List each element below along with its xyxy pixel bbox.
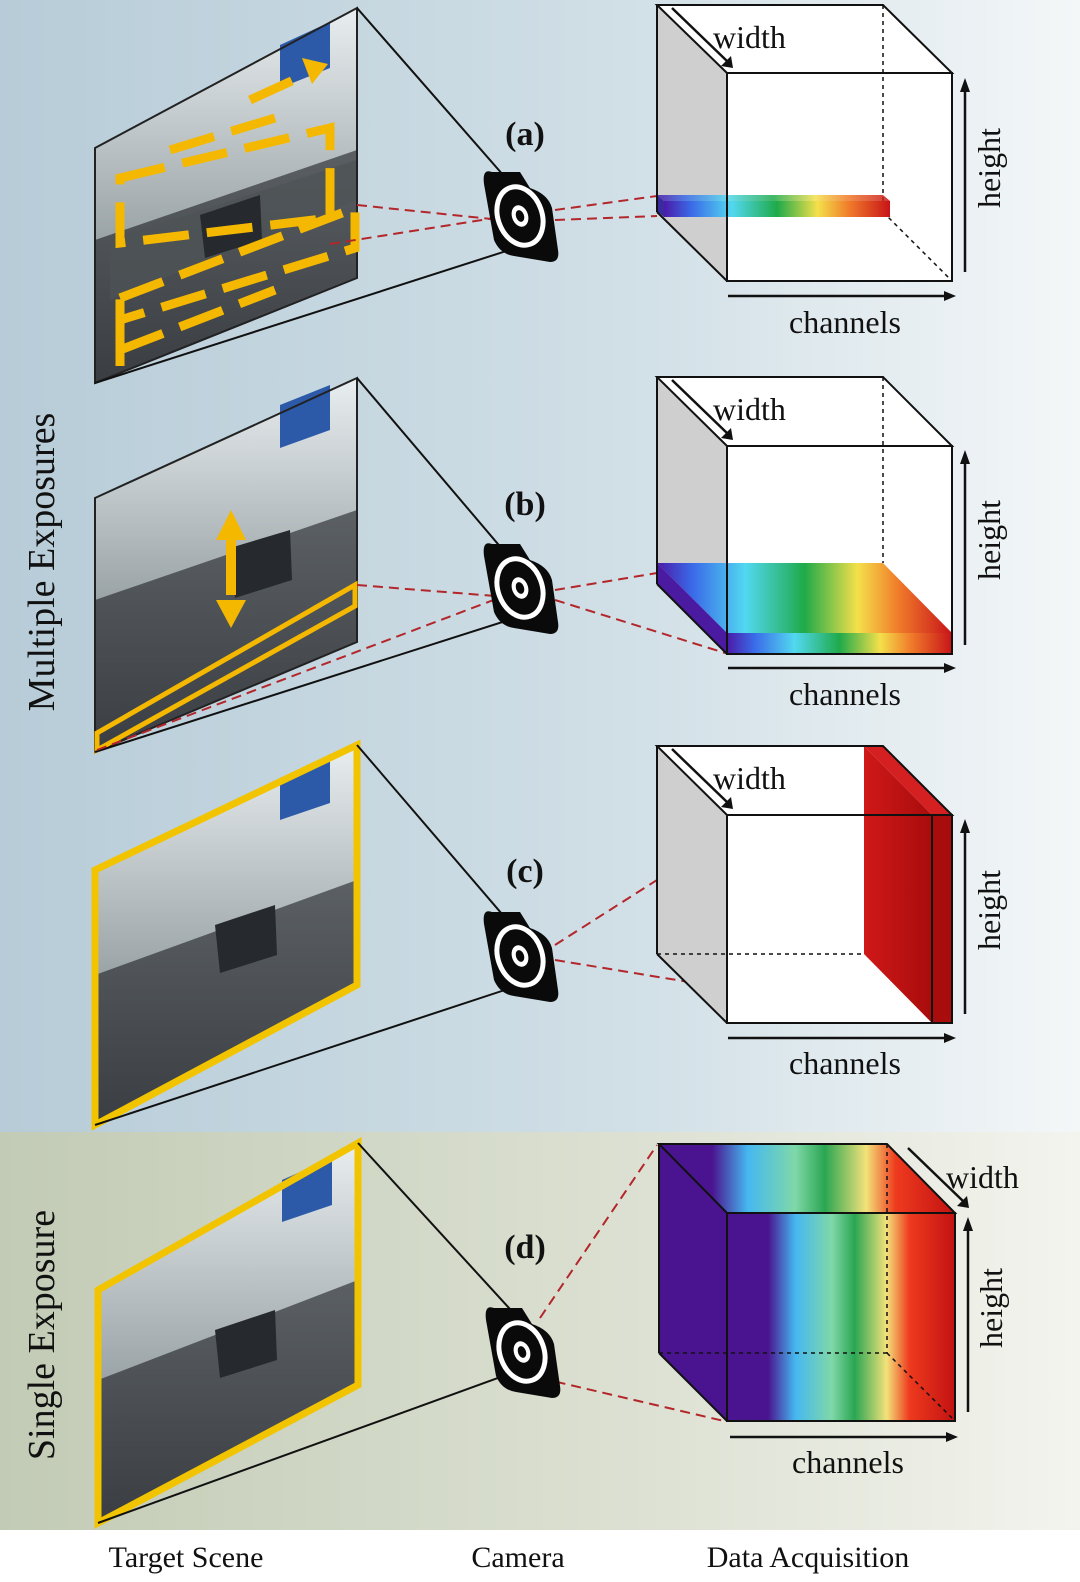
camera-icon-c bbox=[483, 911, 559, 1002]
group-label-single: Single Exposure bbox=[21, 1210, 63, 1460]
footer-background bbox=[0, 1530, 1080, 1582]
camera-icon-d bbox=[485, 1307, 561, 1398]
panel-tag-b: (b) bbox=[504, 486, 546, 523]
axis-arrows bbox=[671, 7, 970, 1439]
channels-label-a: channels bbox=[789, 304, 901, 340]
panel-tag-a: (a) bbox=[505, 116, 545, 153]
scan-line-highlight-b bbox=[94, 580, 358, 755]
footer-camera: Camera bbox=[471, 1541, 564, 1574]
scan-direction-arrow-b bbox=[216, 510, 246, 628]
height-label-d: height bbox=[973, 1268, 1009, 1348]
data-cube-c bbox=[654, 745, 955, 1024]
footer-data-acquisition: Data Acquisition bbox=[707, 1541, 909, 1574]
axis-arrowheads bbox=[721, 56, 973, 1442]
frame-highlight-d bbox=[94, 1137, 362, 1529]
camera-icon-a bbox=[483, 171, 559, 262]
channels-label-d: channels bbox=[792, 1444, 904, 1480]
group-label-multiple: Multiple Exposures bbox=[21, 413, 63, 712]
arrow-head-a bbox=[302, 58, 328, 84]
data-cube-a bbox=[654, 4, 955, 282]
panel-tag-c: (c) bbox=[506, 853, 544, 890]
height-label-a: height bbox=[971, 128, 1007, 208]
scene-photo-d bbox=[98, 1143, 358, 1523]
width-label-d: width bbox=[946, 1159, 1019, 1195]
frame-highlight-c bbox=[91, 739, 361, 1131]
channels-label-b: channels bbox=[789, 676, 901, 712]
height-label-b: height bbox=[971, 500, 1007, 580]
camera-icon-b bbox=[483, 543, 559, 634]
width-label-c: width bbox=[713, 760, 786, 796]
footer-target-scene: Target Scene bbox=[109, 1541, 264, 1574]
data-cube-b bbox=[654, 376, 955, 655]
width-label-a: width bbox=[713, 19, 786, 55]
channels-label-c: channels bbox=[789, 1045, 901, 1081]
width-label-b: width bbox=[713, 391, 786, 427]
height-label-c: height bbox=[971, 870, 1007, 950]
data-cube-d bbox=[656, 1143, 958, 1422]
panel-tag-d: (d) bbox=[504, 1229, 546, 1266]
projection-lines bbox=[94, 7, 526, 1524]
